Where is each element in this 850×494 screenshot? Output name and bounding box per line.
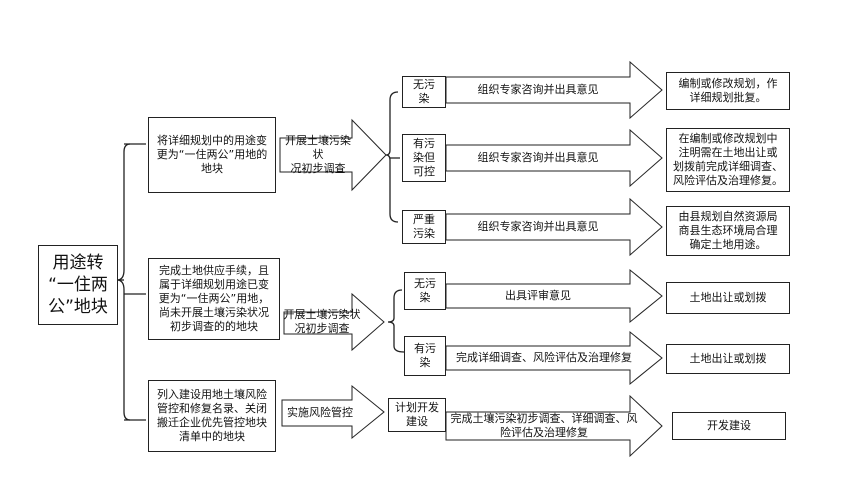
category-label-2: 完成土地供应手续，且 属于详细规划用途已变 更为“一住两公”用地， 尚未开展土壤… — [158, 264, 270, 333]
result-box-1-2: 在编制或修改规划中 注明需在土地出让或 划拨前完成详细调查、 风险评估及治理修复… — [666, 128, 790, 192]
action-label-3: 实施风险管控 — [287, 406, 353, 419]
category-label-1: 将详细规划中的用途变 更为“一住两公”用地的 地块 — [156, 134, 268, 175]
arrow-3 — [281, 384, 385, 440]
step-arrow-1 — [445, 60, 663, 120]
category-box-1: 将详细规划中的用途变 更为“一住两公”用地的 地块 — [148, 117, 276, 193]
step-arrow-2 — [445, 128, 663, 188]
status-box-3-1: 计划开发 建设 — [388, 398, 446, 432]
step-label-1: 组织专家咨询并出具意见 — [477, 83, 599, 96]
status-box-1-3: 严重 污染 — [402, 210, 446, 244]
action-label-1: 开展土壤污染状 况初步调查 — [285, 134, 351, 175]
status-box-1-2: 有污 染但 可控 — [402, 134, 446, 182]
step-arrow-4 — [445, 268, 663, 324]
root-brace — [116, 143, 131, 421]
result-box-2-2: 土地出让或划拨 — [666, 344, 790, 374]
action-label-2: 开展土壤污染状 况初步调查 — [283, 308, 361, 335]
result-box-1-3: 由县规划自然资源局 商县生态环境局合理 确定土地用途。 — [666, 206, 790, 256]
step-arrow-3 — [445, 197, 663, 257]
result-box-2-1: 土地出让或划拨 — [666, 282, 790, 314]
step-label-5: 完成详细调查、风险评估及治理修复 — [456, 351, 632, 364]
root-node: 用途转 “一住两 公”地块 — [38, 245, 118, 325]
branch-brace-1 — [385, 91, 399, 223]
step-arrow-6 — [445, 394, 663, 458]
arrow-1 — [279, 118, 387, 192]
arrow-2 — [283, 292, 385, 352]
category-box-3: 列入建设用地土壤风险 管控和修复名录、关闭 搬迁企业优先管控地块 清单中的地块 — [148, 380, 276, 452]
step-label-6: 完成土壤污染初步调查、详细调查、风 险评估及治理修复 — [450, 412, 638, 439]
branch-brace-2 — [387, 289, 405, 353]
result-box-3-1: 开发建设 — [672, 412, 786, 440]
step-label-2: 组织专家咨询并出具意见 — [477, 151, 599, 164]
step-arrow-5 — [445, 330, 663, 386]
status-box-2-2: 有污 染 — [404, 336, 446, 376]
category-label-3: 列入建设用地土壤风险 管控和修复名录、关闭 搬迁企业优先管控地块 清单中的地块 — [157, 388, 267, 443]
status-box-2-1: 无污 染 — [404, 272, 446, 310]
category-box-2: 完成土地供应手续，且 属于详细规划用途已变 更为“一住两公”用地， 尚未开展土壤… — [148, 258, 280, 340]
result-box-1-1: 编制或修改规划，作 详细规划批复。 — [666, 72, 790, 110]
step-label-4: 出具评审意见 — [505, 289, 571, 302]
root-label: 用途转 “一住两 公”地块 — [48, 253, 108, 317]
status-box-1-1: 无污 染 — [402, 76, 446, 108]
step-label-3: 组织专家咨询并出具意见 — [477, 220, 599, 233]
